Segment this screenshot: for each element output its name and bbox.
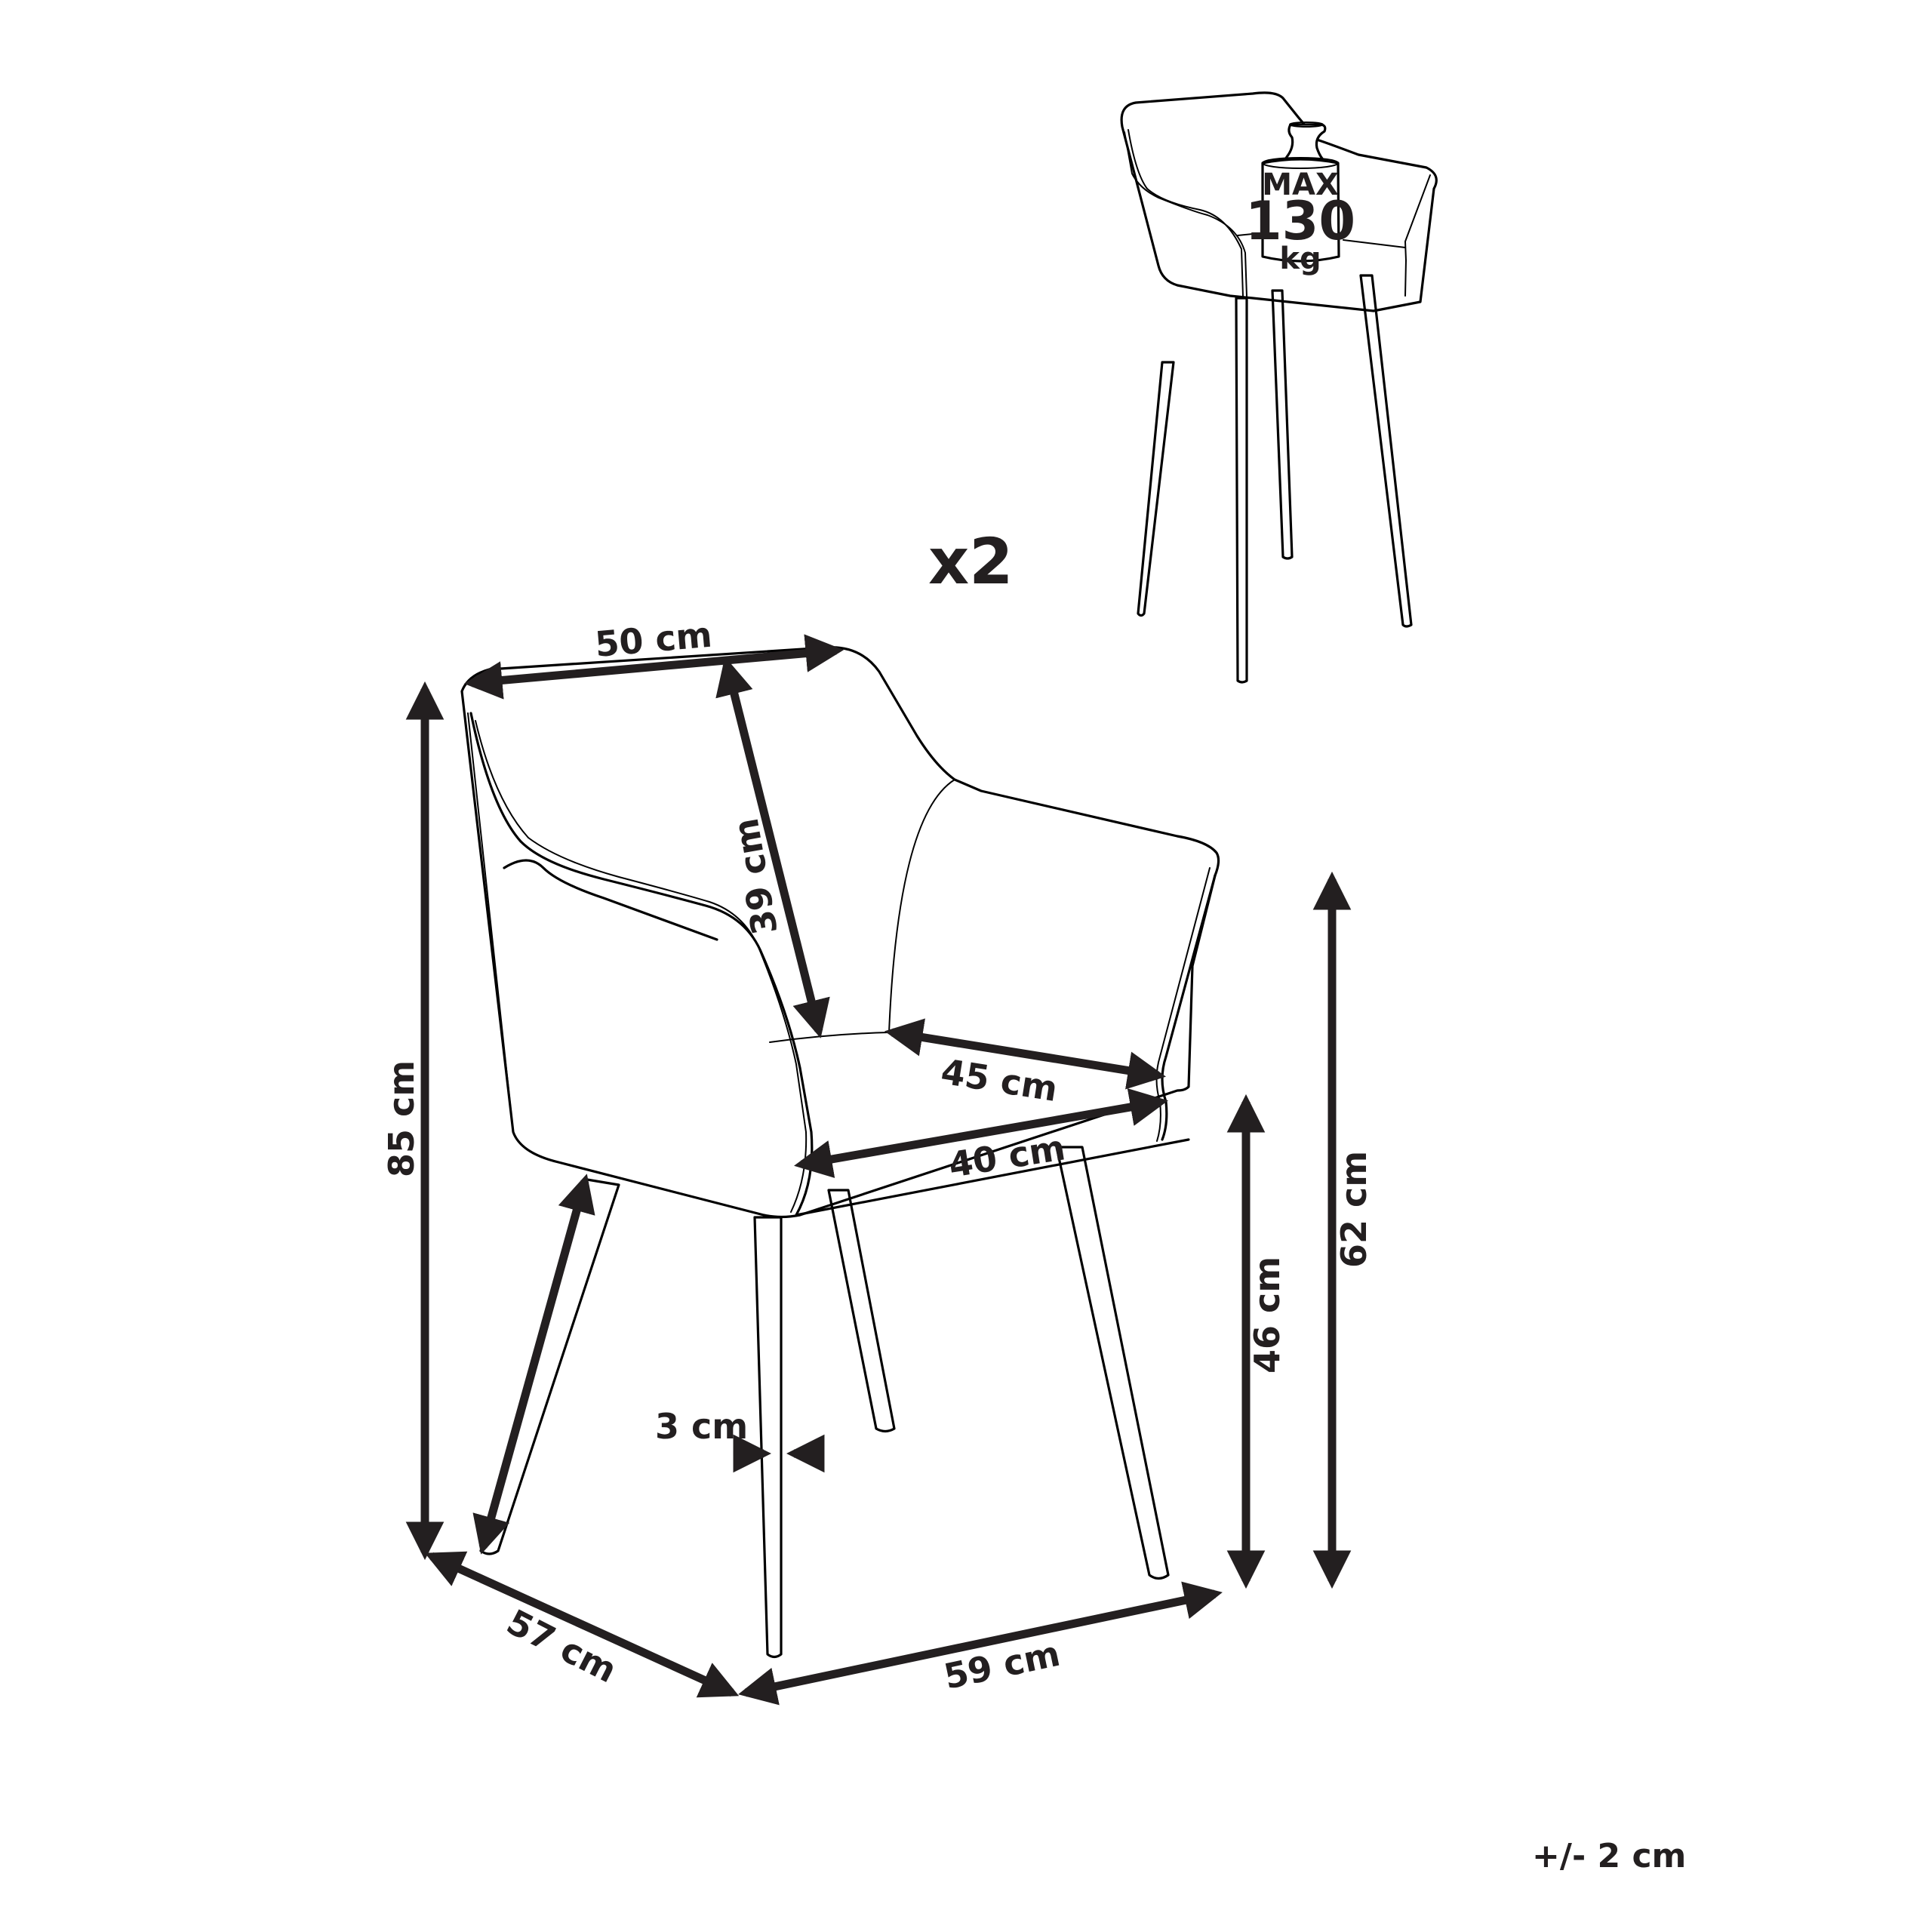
dimension-label-backrest-width: 50 cm	[593, 614, 713, 665]
weight-max-label: MAX	[1262, 168, 1339, 202]
chair-left-armrest	[469, 712, 814, 1217]
small-chair-leg-back-mid	[1271, 289, 1294, 560]
dimension-label-seat-height: 46 cm	[1247, 1257, 1287, 1374]
chair-left-armrest-top	[503, 859, 718, 941]
chair-leg-front-right	[1055, 1146, 1170, 1580]
small-chair-right-armrest	[1404, 174, 1431, 297]
weight-value-label: 130	[1245, 190, 1355, 252]
quantity-label: x2	[928, 525, 1014, 598]
dimension-arrow-seat-depth	[884, 1018, 1166, 1090]
chair-leg-front-left	[753, 1216, 783, 1659]
small-chair-body	[1120, 91, 1438, 312]
chair-inner-back-curve	[888, 779, 955, 1033]
chair-body-outline	[460, 646, 1220, 1219]
small-chair-leg-front-left	[1137, 361, 1175, 617]
small-chair-leg-back-right	[1359, 274, 1413, 628]
dimension-arrow-backrest-width	[463, 634, 844, 700]
chair-left-side-edge	[467, 712, 514, 1133]
small-chair-left-armrest-piping	[1128, 129, 1244, 297]
dimension-arrow-backrest-height	[715, 657, 830, 1038]
main-chair-illustration	[460, 646, 1220, 1659]
small-chair-left-armrest	[1124, 131, 1247, 297]
chair-seat-back-line	[769, 1032, 890, 1043]
dimension-label-armrest-height: 62 cm	[1334, 1151, 1374, 1268]
chair-leg-back-left	[479, 1178, 620, 1555]
dimension-arrow-depth	[424, 1551, 740, 1698]
weight-unit-label: kg	[1279, 242, 1321, 276]
load-capacity-chair-illustration: MAX 130 kg	[1120, 91, 1438, 684]
dimension-label-leg-width: 3 cm	[655, 1406, 748, 1447]
chair-right-armrest	[1161, 874, 1217, 1141]
tolerance-note: +/- 2 cm	[1532, 1837, 1686, 1875]
dimension-arrow-seat-width	[794, 1088, 1168, 1178]
weight-icon: MAX 130 kg	[1245, 122, 1355, 276]
chair-left-armrest-piping	[475, 720, 808, 1213]
dimension-arrow-leg-length	[472, 1174, 595, 1555]
dimension-annotations: 50 cm 39 cm 85 cm 45 cm 40 cm 46 cm 62 c…	[381, 614, 1374, 1706]
dimension-arrow-width	[738, 1581, 1223, 1706]
dimension-label-total-height: 85 cm	[381, 1060, 422, 1177]
small-chair-leg-front-mid	[1235, 297, 1248, 684]
chair-leg-back-mid	[827, 1189, 896, 1433]
